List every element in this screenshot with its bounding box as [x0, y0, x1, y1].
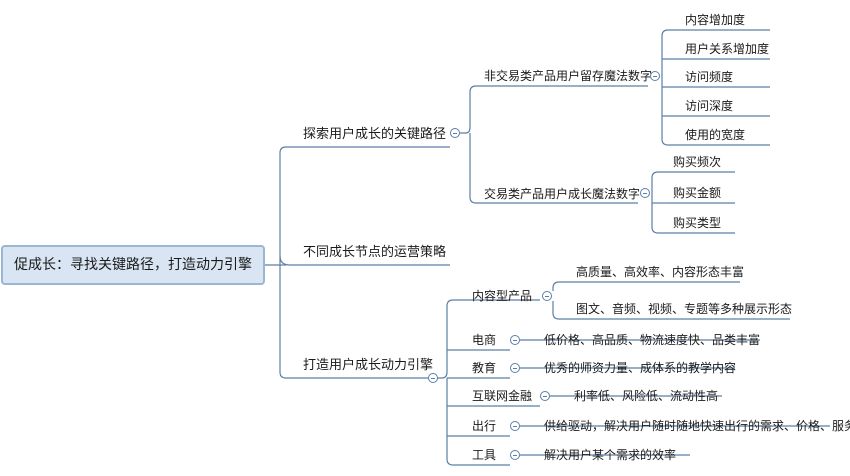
- branch-growth-engine[interactable]: 打造用户成长动力引擎: [303, 358, 434, 373]
- subtopic-content-product[interactable]: 内容型产品: [472, 289, 533, 303]
- collapse-icon[interactable]: [540, 391, 550, 401]
- subtopic-internet-finance[interactable]: 互联网金融: [472, 389, 533, 403]
- collapse-icon[interactable]: [510, 335, 520, 345]
- leaf-tools-value[interactable]: 解决用户某个需求的效率: [544, 448, 677, 462]
- leaf-travel-value[interactable]: 供给驱动，解决用户随时随地快速出行的需求、价格、服务: [544, 419, 850, 433]
- leaf-visit-frequency[interactable]: 访问频度: [685, 70, 734, 84]
- branch-key-path[interactable]: 探索用户成长的关键路径: [303, 127, 447, 142]
- leaf-content-formats[interactable]: 图文、音频、视频、专题等多种展示形态: [576, 302, 793, 316]
- collapse-icon[interactable]: [510, 421, 520, 431]
- leaf-content-quality[interactable]: 高质量、高效率、内容形态丰富: [576, 265, 745, 279]
- leaf-finance-value[interactable]: 利率低、风险低、流动性高: [574, 389, 719, 403]
- subtopic-education[interactable]: 教育: [472, 361, 497, 375]
- leaf-visit-depth[interactable]: 访问深度: [685, 99, 734, 113]
- leaf-usage-breadth[interactable]: 使用的宽度: [685, 128, 746, 142]
- leaf-relationship-growth[interactable]: 用户关系增加度: [685, 42, 770, 56]
- collapse-icon[interactable]: [428, 373, 438, 383]
- leaf-content-growth[interactable]: 内容增加度: [685, 13, 746, 27]
- root-topic[interactable]: 促成长：寻找关键路径，打造动力引擎: [1, 245, 265, 285]
- subtopic-ecommerce[interactable]: 电商: [472, 333, 497, 347]
- subtopic-transaction-growth[interactable]: 交易类产品用户成长魔法数字: [484, 187, 641, 201]
- collapse-icon[interactable]: [510, 363, 520, 373]
- leaf-ecommerce-value[interactable]: 低价格、高品质、物流速度快、品类丰富: [544, 333, 761, 347]
- subtopic-tools[interactable]: 工具: [472, 448, 497, 462]
- leaf-purchase-frequency[interactable]: 购买频次: [673, 155, 722, 169]
- collapse-icon[interactable]: [542, 291, 552, 301]
- leaf-purchase-type[interactable]: 购买类型: [673, 216, 722, 230]
- branch-growth-strategy[interactable]: 不同成长节点的运营策略: [303, 245, 447, 260]
- collapse-icon[interactable]: [450, 128, 460, 138]
- collapse-icon[interactable]: [640, 188, 650, 198]
- subtopic-non-transaction-retention[interactable]: 非交易类产品用户留存魔法数字: [484, 69, 653, 83]
- leaf-education-value[interactable]: 优秀的师资力量、成体系的教学内容: [544, 361, 737, 375]
- collapse-icon[interactable]: [510, 450, 520, 460]
- leaf-purchase-amount[interactable]: 购买金额: [673, 186, 722, 200]
- collapse-icon[interactable]: [650, 71, 660, 81]
- subtopic-travel[interactable]: 出行: [472, 419, 497, 433]
